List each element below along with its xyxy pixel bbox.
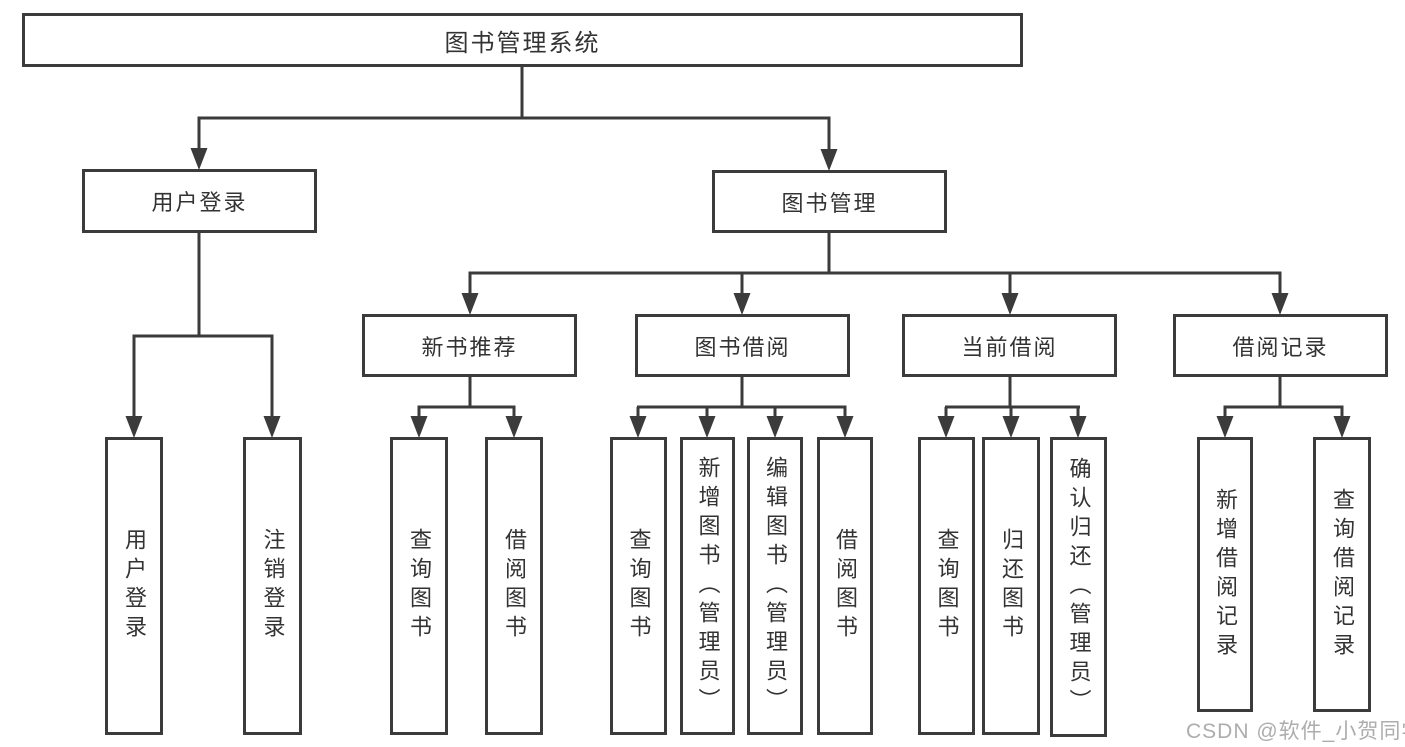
node-cb-confirm-return-admin: 确认归还（管理员） [1050, 437, 1107, 737]
node-cb-confirm-return-admin-label: 确认归还（管理员） [1066, 456, 1092, 718]
node-borrowing-records-label: 借阅记录 [1232, 334, 1329, 360]
node-bb-borrow-books: 借阅图书 [817, 437, 873, 735]
node-nbr-borrow-books: 借阅图书 [485, 437, 543, 735]
node-current-borrowing-label: 当前借阅 [961, 334, 1058, 360]
node-cb-query-books-label: 查询图书 [934, 528, 960, 644]
node-current-borrowing: 当前借阅 [902, 314, 1117, 377]
node-logout-leaf: 注销登录 [243, 437, 302, 735]
node-new-book-recommend-label: 新书推荐 [421, 334, 518, 360]
node-book-borrowing-label: 图书借阅 [694, 334, 791, 360]
node-user-login-leaf: 用户登录 [105, 437, 163, 735]
node-nbr-query-books-label: 查询图书 [407, 528, 432, 644]
node-br-query-record: 查询借阅记录 [1313, 437, 1371, 712]
node-logout-leaf-label: 注销登录 [260, 528, 286, 644]
csdn-watermark: CSDN @软件_小贺同学 [1186, 720, 1405, 743]
node-cb-return-books: 归还图书 [982, 437, 1040, 735]
node-bb-query-books-label: 查询图书 [626, 528, 652, 644]
node-root-label: 图书管理系统 [444, 29, 601, 57]
node-bb-add-books-admin-label: 新增图书（管理员） [695, 455, 721, 717]
node-bb-query-books: 查询图书 [610, 437, 667, 735]
node-borrowing-records: 借阅记录 [1173, 314, 1388, 377]
node-bb-edit-books-admin: 编辑图书（管理员） [747, 437, 803, 735]
node-user-login-leaf-label: 用户登录 [122, 528, 147, 644]
node-bb-edit-books-admin-label: 编辑图书（管理员） [763, 455, 788, 717]
node-user-login: 用户登录 [82, 169, 317, 233]
node-root: 图书管理系统 [22, 13, 1023, 67]
node-cb-return-books-label: 归还图书 [999, 528, 1024, 644]
node-book-management-label: 图书管理 [781, 190, 878, 216]
node-book-management: 图书管理 [712, 170, 947, 233]
node-br-query-record-label: 查询借阅记录 [1330, 487, 1355, 662]
node-br-add-record-label: 新增借阅记录 [1213, 487, 1238, 662]
node-cb-query-books: 查询图书 [918, 437, 975, 735]
node-new-book-recommend: 新书推荐 [362, 314, 577, 377]
node-br-add-record: 新增借阅记录 [1197, 437, 1253, 712]
node-nbr-query-books: 查询图书 [390, 437, 448, 735]
node-book-borrowing: 图书借阅 [635, 314, 850, 377]
node-nbr-borrow-books-label: 借阅图书 [502, 528, 527, 644]
node-bb-borrow-books-label: 借阅图书 [833, 528, 858, 644]
node-user-login-label: 用户登录 [151, 190, 248, 215]
node-bb-add-books-admin: 新增图书（管理员） [680, 437, 735, 735]
